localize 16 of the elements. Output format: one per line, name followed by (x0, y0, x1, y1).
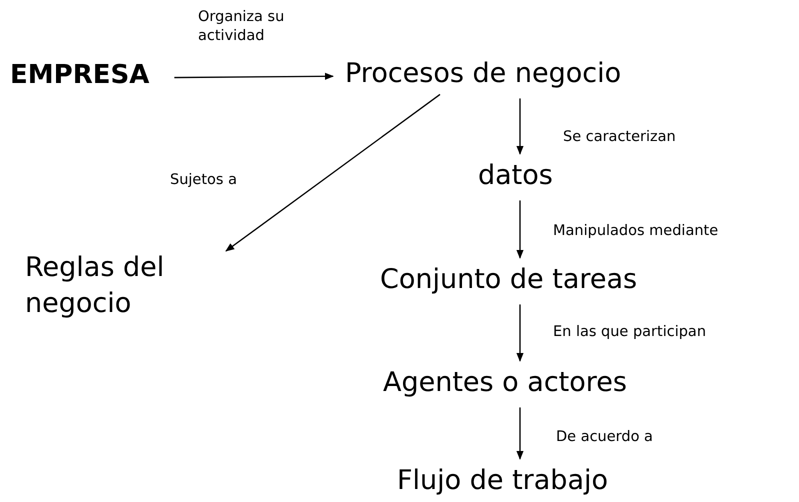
arrow (516, 98, 524, 155)
arrow (225, 94, 440, 252)
node-text: Agentes o actores (383, 365, 627, 402)
arrow (516, 304, 524, 362)
edge-label: Sujetos a (170, 171, 237, 190)
node-text: Conjunto de tareas (380, 262, 638, 298)
node-text: Flujo de trabajo (397, 463, 608, 500)
arrow (174, 72, 334, 80)
node-text: Procesos de negocio (345, 56, 622, 92)
arrow (516, 200, 524, 259)
node-text: EMPRESA (10, 58, 150, 94)
node-text: Reglas del negocio (25, 250, 230, 323)
edge-label: En las que participan (553, 323, 706, 342)
node-text: datos (478, 158, 553, 194)
edge-label: Manipulados mediante (553, 222, 718, 241)
arrow (516, 407, 524, 460)
